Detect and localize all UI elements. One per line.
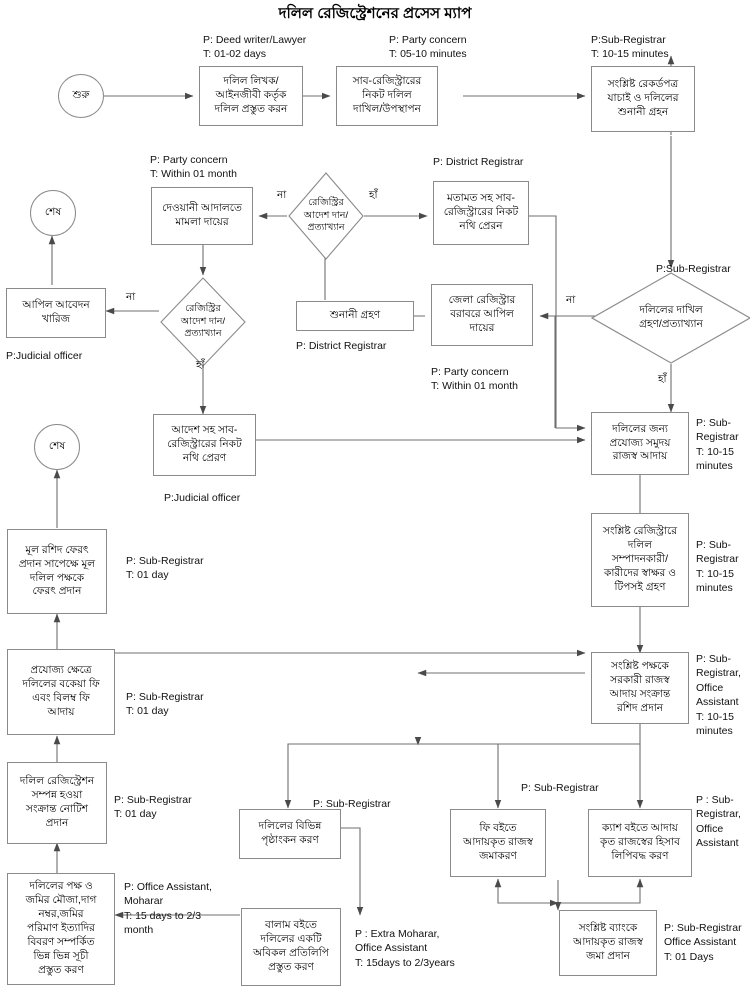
node-cash-book[interactable]: ক্যাশ বইতে আদায় কৃত রাজস্বের হিসাব লিপি… (588, 809, 692, 877)
edge-bank-to-feebook (494, 878, 558, 904)
node-bank-deposit[interactable]: সংশ্লিষ্ট ব্যাংকে আদায়কৃত রাজস্ব জমা প্… (559, 910, 657, 976)
node-verify-records[interactable]: সংশ্লিষ্ট রেকর্ডপত্র যাচাই ও দলিলের শুনা… (591, 66, 695, 132)
annotation-opinion-to-sr: P: District Registrar (433, 156, 524, 168)
node-end-bottom-label: শেষ (48, 439, 66, 452)
node-start-label: শুরু (72, 88, 90, 101)
node-end-bottom[interactable]: শেষ (34, 424, 80, 470)
annotation-deed-prepare: P: Deed writer/Lawyer T: 01-02 days (203, 34, 307, 61)
node-signature[interactable]: সংশ্লিষ্ট রেজিস্ট্রারে দলিল সম্পাদনকারী/… (591, 513, 689, 607)
page-title: দলিল রেজিস্ট্রেশনের প্রসেস ম্যাপ (278, 5, 472, 22)
node-civil-court[interactable]: দেওয়ানী আদালতে মামলা দায়ের (151, 187, 253, 245)
edge-label-order-yes: হাঁ (369, 189, 378, 201)
annotation-bank-deposit: P: Sub-Registrar Office Assistant T: 01 … (664, 922, 742, 963)
annotation-cash-book: P : Sub- Registrar, Office Assistant (696, 794, 741, 850)
annotation-order-to-sr: P:Judicial officer (164, 492, 241, 504)
annotation-submit-decision: P:Sub-Registrar (656, 263, 731, 275)
node-order-to-sr[interactable]: আদেশ সহ সাব- রেজিস্ট্রারের নিকট নথি প্রে… (153, 414, 256, 476)
node-registrar-order-label: রেজিস্ট্রির আদেশ দান/ প্রত্যাখ্যান (303, 197, 349, 234)
annotation-endorsement: P: Sub-Registrar (313, 798, 391, 810)
node-notice[interactable]: দলিল রেজিস্ট্রেশন সম্পন্ন হওয়া সংক্রান্… (7, 762, 107, 844)
node-arrear-fee[interactable]: প্রযোজ্য ক্ষেত্রে দলিলের বকেয়া ফি এবং ব… (7, 649, 115, 735)
node-appeal-to-dr[interactable]: জেলা রেজিস্ট্রার বরাবরে আপিল দায়ের (431, 284, 533, 346)
node-return-deed[interactable]: মূল রশিদ ফেরৎ প্রদান সাপেক্ষে মূল দলিল প… (7, 529, 107, 614)
annotation-fee-book: P: Sub-Registrar (521, 782, 599, 794)
annotation-notice: P: Sub-Registrar T: 01 day (114, 794, 192, 821)
annotation-issue-receipt: P: Sub- Registrar, Office Assistant T: 1… (696, 653, 741, 738)
edge-label-submit-yes: হাঁ (658, 373, 667, 385)
node-hearing[interactable]: শুনানী গ্রহণ (296, 301, 414, 331)
annotation-submit-deed: P: Party concern T: 05-10 minutes (389, 34, 467, 61)
node-submit-deed[interactable]: সাব-রেজিস্ট্রারের নিকট দলিল দাখিল/উপস্থা… (336, 66, 438, 126)
edge-receipt-left-return (414, 736, 422, 746)
node-balam-book[interactable]: বালাম বইতে দলিলের একটি অবিকল প্রতিলিপি প… (241, 908, 341, 986)
node-appeal-rejected[interactable]: আপিল আবেদন খারিজ (6, 288, 106, 338)
annotation-appeal-rejected: P:Judicial officer (6, 350, 83, 362)
edge-label-submit-no: না (566, 294, 576, 306)
edge-label-order2-no: না (126, 291, 136, 303)
node-registrar-order[interactable]: রেজিস্ট্রির আদেশ দান/ প্রত্যাখ্যান (288, 172, 364, 260)
annotation-verify-records: P:Sub-Registrar T: 10-15 minutes (591, 34, 669, 61)
node-end-top[interactable]: শেষ (30, 190, 76, 236)
node-opinion-to-sr[interactable]: মতামত সহ সাব- রেজিস্ট্রারের নিকট নথি প্র… (433, 181, 529, 245)
diamond-shape-submit-decision (591, 272, 750, 364)
edge-label-order-no: না (277, 189, 287, 201)
annotation-hearing: P: District Registrar (296, 340, 387, 352)
node-fee-book[interactable]: ফি বইতে আদায়কৃত রাজস্ব জমাকরণ (450, 809, 546, 877)
edge-label-order2-yes: হাঁ (196, 359, 205, 371)
node-submit-decision[interactable]: দলিলের দাখিল গ্রহণ/প্রত্যাখ্যান (591, 272, 750, 364)
node-submit-decision-label: দলিলের দাখিল গ্রহণ/প্রত্যাখ্যান (639, 304, 703, 330)
annotation-index-prepare: P: Office Assistant, Moharar T: 15 days … (124, 881, 212, 937)
annotation-appeal-to-dr: P: Party concern T: Within 01 month (431, 366, 518, 393)
node-deed-prepare[interactable]: দলিল লিখক/ আইনজীবী কর্তৃক দলিল প্রস্তুত … (199, 66, 303, 126)
annotation-return-deed: P: Sub-Registrar T: 01 day (126, 555, 204, 582)
node-issue-receipt[interactable]: সংশ্লিষ্ট পক্ষকে সরকারী রাজস্ব আদায় সংক… (591, 652, 689, 724)
annotation-arrear-fee: P: Sub-Registrar T: 01 day (126, 691, 204, 718)
annotation-civil-court: P: Party concern T: Within 01 month (150, 154, 237, 181)
annotation-collect-revenue: P: Sub- Registrar T: 10-15 minutes (696, 417, 739, 473)
node-registrar-order2[interactable]: রেজিস্ট্রির আদেশ দান/ প্রত্যাখ্যান (160, 277, 246, 367)
annotation-balam-book: P : Extra Moharar, Office Assistant T: 1… (355, 928, 455, 969)
edge-receipt-to-feebook (494, 743, 640, 809)
diamond-shape-registrar-order (288, 172, 364, 260)
node-start[interactable]: শুরু (58, 74, 104, 118)
edge-opinion-to-revenue (529, 215, 586, 432)
edge-endorsement-to-balam (340, 827, 364, 916)
node-collect-revenue[interactable]: দলিলের জন্য প্রযোজ্য সমুদয় রাজস্ব আদায় (591, 412, 689, 475)
node-index-prepare[interactable]: দলিলের পক্ষ ও জমির মৌজা,দাগ নম্বর,জমির প… (7, 873, 115, 985)
edge-bank-to-cashbook (558, 878, 644, 904)
annotation-signature: P: Sub- Registrar T: 10-15 minutes (696, 539, 739, 595)
node-endorsement[interactable]: দলিলের বিভিন্ন পৃষ্ঠাংকন করণ (239, 809, 341, 859)
node-end-top-label: শেষ (44, 205, 62, 218)
node-registrar-order2-label: রেজিস্ট্রির আদেশ দান/ প্রত্যাখ্যান (180, 303, 226, 340)
